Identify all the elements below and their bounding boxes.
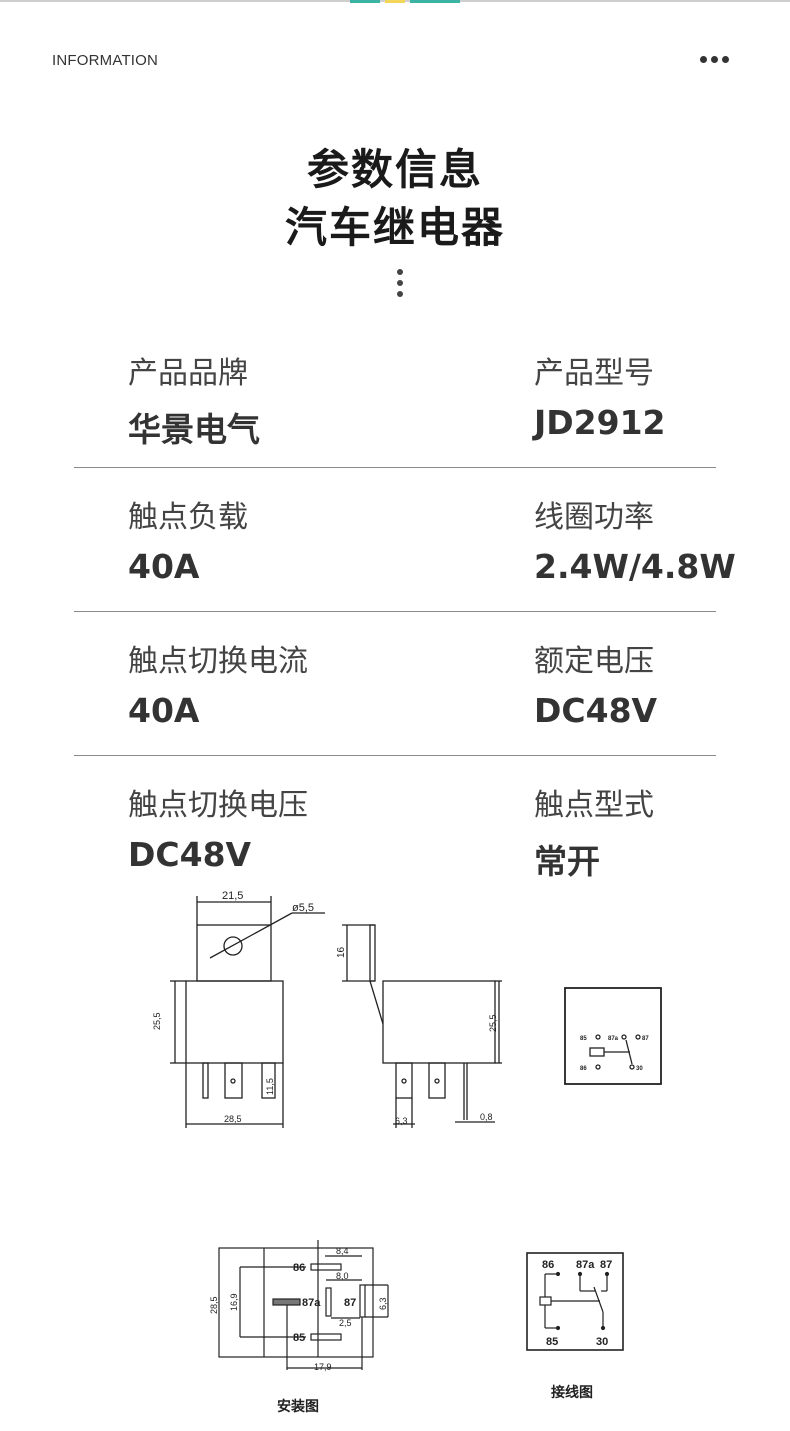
divider [74, 611, 716, 612]
page-title: 参数信息 [306, 145, 483, 194]
spec-label: 线圈功率 [534, 500, 654, 535]
spec-value: DC48V [534, 691, 658, 730]
pin-85-label: 85 [580, 1036, 587, 1042]
spec-contact-load: 触点负载 40A [128, 492, 248, 586]
installation-diagram: 8,4 8,0 2,5 17,9 6,3 28,5 16,9 86 87a 87… [209, 1240, 389, 1372]
pin-86-install: 86 [293, 1262, 305, 1274]
section-label: INFORMATION [52, 52, 159, 69]
dim-pin-length: 11,5 [265, 1078, 275, 1095]
dim-16-9: 16,9 [229, 1293, 239, 1311]
spec-rated-voltage: 额定电压 DC48V [534, 636, 657, 730]
pin-30-wiring: 30 [596, 1336, 608, 1348]
spec-label: 产品型号 [534, 356, 654, 391]
spec-brand: 产品品牌 华景电气 [128, 348, 260, 449]
dim-8-0: 8,0 [336, 1271, 349, 1281]
dim-body-width: 28,5 [224, 1114, 242, 1124]
spec-value: 40A [128, 691, 200, 730]
spec-coil-power: 线圈功率 2.4W/4.8W [534, 492, 736, 586]
spec-contact-type: 触点型式 常开 [534, 780, 654, 881]
spec-label: 触点负载 [128, 500, 248, 535]
top-decoration-teal-2 [410, 0, 460, 3]
wiring-diagram: 86 87a 87 85 30 [526, 1252, 624, 1351]
dim-hole-dia: ø5,5 [292, 902, 314, 914]
spec-model: 产品型号 JD2912 [534, 348, 666, 442]
wiring-caption: 接线图 [551, 1385, 593, 1401]
page-subtitle: 汽车继电器 [284, 203, 505, 252]
pin-87-label: 87 [642, 1036, 649, 1042]
pin-85-wiring: 85 [546, 1336, 558, 1348]
spec-label: 触点型式 [534, 788, 654, 823]
divider [74, 467, 716, 468]
install-wiring-drawing: 8,4 8,0 2,5 17,9 6,3 28,5 16,9 86 87a 87… [209, 1240, 624, 1372]
spec-value: JD2912 [534, 403, 666, 442]
pin-86-label: 86 [580, 1066, 587, 1072]
pin-86-wiring: 86 [542, 1259, 554, 1271]
dim-2-5: 2,5 [339, 1318, 352, 1328]
spec-label: 触点切换电流 [128, 644, 308, 679]
dim-body-height: 25,5 [152, 1012, 162, 1030]
dim-bracket-width: 21,5 [222, 890, 243, 902]
more-horizontal-icon[interactable] [700, 56, 729, 63]
pin-87-install: 87 [344, 1297, 356, 1309]
dim-28-5: 28,5 [209, 1296, 219, 1314]
spec-switch-voltage: 触点切换电压 DC48V [128, 780, 308, 874]
spec-switch-current: 触点切换电流 40A [128, 636, 308, 730]
dim-bracket-height: 16 [336, 946, 347, 958]
spec-value: 常开 [534, 842, 600, 881]
pin-87-wiring: 87 [600, 1259, 612, 1271]
side-view: 16 25,5 6,3 0,8 [336, 924, 502, 1128]
spec-value: 华景电气 [128, 410, 260, 449]
pin-87a-install: 87a [302, 1297, 321, 1309]
install-caption: 安装图 [277, 1399, 319, 1415]
spec-value: DC48V [128, 835, 252, 874]
spec-value: 40A [128, 547, 200, 586]
pin-87a-wiring: 87a [576, 1259, 595, 1271]
pin-30-label: 30 [636, 1066, 643, 1072]
pin-87a-label: 87a [608, 1036, 619, 1042]
pin-85-install: 85 [293, 1332, 305, 1344]
more-vertical-icon [397, 269, 403, 297]
schematic-small: 85 87a 87 86 30 [564, 987, 662, 1085]
dim-body-height-side: 25,5 [488, 1014, 498, 1032]
spec-label: 触点切换电压 [128, 788, 308, 823]
front-view: 21,5 ø5,5 25,5 11,5 28,5 [152, 890, 325, 1128]
dimension-drawing: 21,5 ø5,5 25,5 11,5 28,5 16 25,5 6,3 0,8 [152, 890, 662, 1128]
dim-pin-width: 6,3 [395, 1116, 408, 1126]
dim-pin-thickness: 0,8 [480, 1112, 493, 1122]
dim-8-4: 8,4 [336, 1246, 349, 1256]
dim-6-3: 6,3 [378, 1297, 388, 1310]
divider [74, 755, 716, 756]
top-decoration-teal [350, 0, 380, 3]
spec-label: 产品品牌 [128, 356, 248, 391]
top-decoration-yellow [385, 0, 405, 3]
dim-17-9: 17,9 [314, 1362, 332, 1372]
spec-label: 额定电压 [534, 644, 654, 679]
spec-value: 2.4W/4.8W [534, 547, 736, 586]
